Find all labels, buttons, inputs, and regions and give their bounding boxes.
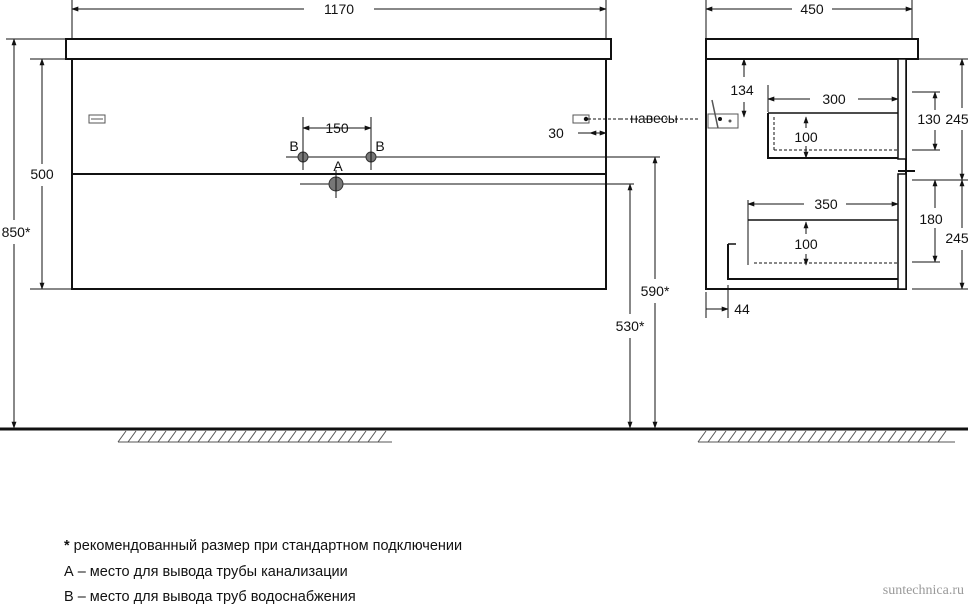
- front-view: [65, 38, 700, 290]
- floor-hatch-line: [137, 430, 147, 443]
- label-180: 180: [919, 211, 943, 227]
- floor-hatch-line: [927, 430, 937, 443]
- side-countertop: [705, 38, 919, 60]
- label-590: 590*: [641, 283, 670, 299]
- label-530: 530*: [616, 318, 645, 334]
- floor-hatch-line: [327, 430, 337, 443]
- upper-drawer: [767, 113, 898, 159]
- floor-hatch-line: [857, 430, 867, 443]
- floor-hatch-line: [307, 430, 317, 443]
- floor-hatch-line: [787, 430, 797, 443]
- floor-hatch-line: [147, 430, 157, 443]
- floor: [0, 427, 968, 443]
- floor-hatch-line: [257, 430, 267, 443]
- floor-hatch-line: [707, 430, 717, 443]
- floor-hatch-line: [377, 430, 387, 443]
- legend-line-3: В – место для вывода труб водоснабжения: [64, 588, 356, 606]
- label-100-bottom: 100: [794, 236, 818, 252]
- legend-line-2: А – место для вывода трубы канализации: [64, 563, 348, 581]
- label-245-bottom: 245: [945, 230, 969, 246]
- label-hinges: навесы: [630, 110, 678, 126]
- floor-hatch-line: [157, 430, 167, 443]
- lower-drawer: [727, 244, 898, 280]
- floor-hatch-line: [337, 430, 347, 443]
- label-130: 130: [917, 111, 941, 127]
- floor-hatch-line: [727, 430, 737, 443]
- legend-text-2: А – место для вывода трубы канализации: [64, 564, 348, 580]
- floor-hatch-line: [177, 430, 187, 443]
- floor-hatch-line: [317, 430, 327, 443]
- label-134: 134: [730, 82, 754, 98]
- floor-hatch-line: [277, 430, 287, 443]
- floor-hatch-line: [877, 430, 887, 443]
- marker-a: A: [333, 158, 343, 174]
- label-300: 300: [822, 91, 846, 107]
- label-500: 500: [30, 166, 54, 182]
- label-245-top: 245: [945, 111, 969, 127]
- legend-line-1: * рекомендованный размер при стандартном…: [64, 537, 462, 555]
- floor-hatch-line: [737, 430, 747, 443]
- floor-hatch-line: [227, 430, 237, 443]
- floor-hatch-line: [197, 430, 207, 443]
- floor-hatch-line: [817, 430, 827, 443]
- floor-hatch-line: [747, 430, 757, 443]
- floor-hatch-line: [767, 430, 777, 443]
- floor-hatch-line: [827, 430, 837, 443]
- floor-hatch-line: [837, 430, 847, 443]
- legend-star: *: [64, 538, 70, 554]
- dim-right: [627, 156, 658, 429]
- label-30: 30: [548, 125, 564, 141]
- floor-hatch-line: [887, 430, 897, 443]
- floor-hatch-line: [207, 430, 217, 443]
- floor-hatch-line: [897, 430, 907, 443]
- front-countertop: [65, 38, 612, 60]
- floor-hatch-line: [217, 430, 227, 443]
- floor-hatch-line: [917, 430, 927, 443]
- floor-hatch-line: [297, 430, 307, 443]
- floor-hatch-line: [907, 430, 917, 443]
- side-hinge: [707, 99, 739, 129]
- floor-hatch-line: [697, 430, 707, 443]
- floor-hatch-line: [357, 430, 367, 443]
- label-44: 44: [734, 301, 750, 317]
- dim-left: [6, 38, 72, 429]
- watermark: suntechnica.ru: [882, 583, 964, 598]
- legend-text-1: рекомендованный размер при стандартном п…: [69, 538, 463, 554]
- floor-hatch-line: [237, 430, 247, 443]
- floor-hatch-line: [167, 430, 177, 443]
- floor-hatch-line: [127, 430, 137, 443]
- side-view: [705, 38, 919, 290]
- floor-hatch-line: [757, 430, 767, 443]
- label-350: 350: [814, 196, 838, 212]
- floor-hatch-line: [867, 430, 877, 443]
- label-1170: 1170: [324, 1, 354, 17]
- floor-hatch-line: [247, 430, 257, 443]
- floor-hatch-line: [187, 430, 197, 443]
- floor-hatch-line: [847, 430, 857, 443]
- label-850: 850*: [2, 224, 31, 240]
- floor-hatch-line: [777, 430, 787, 443]
- dim-side: [705, 0, 968, 318]
- side-cabinet: [705, 58, 907, 290]
- marker-b-left: B: [289, 138, 298, 154]
- floor-hatch-line: [347, 430, 357, 443]
- floor-hatch-line: [287, 430, 297, 443]
- floor-hatch-line: [797, 430, 807, 443]
- dim-1170: [71, 0, 607, 38]
- label-150: 150: [325, 120, 349, 136]
- label-100-top: 100: [794, 129, 818, 145]
- floor-hatch-line: [937, 430, 947, 443]
- label-450: 450: [800, 1, 824, 17]
- legend-text-3: В – место для вывода труб водоснабжения: [64, 589, 356, 605]
- floor-hatch-line: [807, 430, 817, 443]
- floor-hatch-line: [367, 430, 377, 443]
- marker-b-right: B: [375, 138, 384, 154]
- floor-hatch-line: [267, 430, 277, 443]
- floor-hatch-line: [117, 430, 127, 443]
- floor-hatch-line: [717, 430, 727, 443]
- dimension-labels: 1170 450 500 850* 150 30 навесы 590* 530…: [2, 1, 969, 334]
